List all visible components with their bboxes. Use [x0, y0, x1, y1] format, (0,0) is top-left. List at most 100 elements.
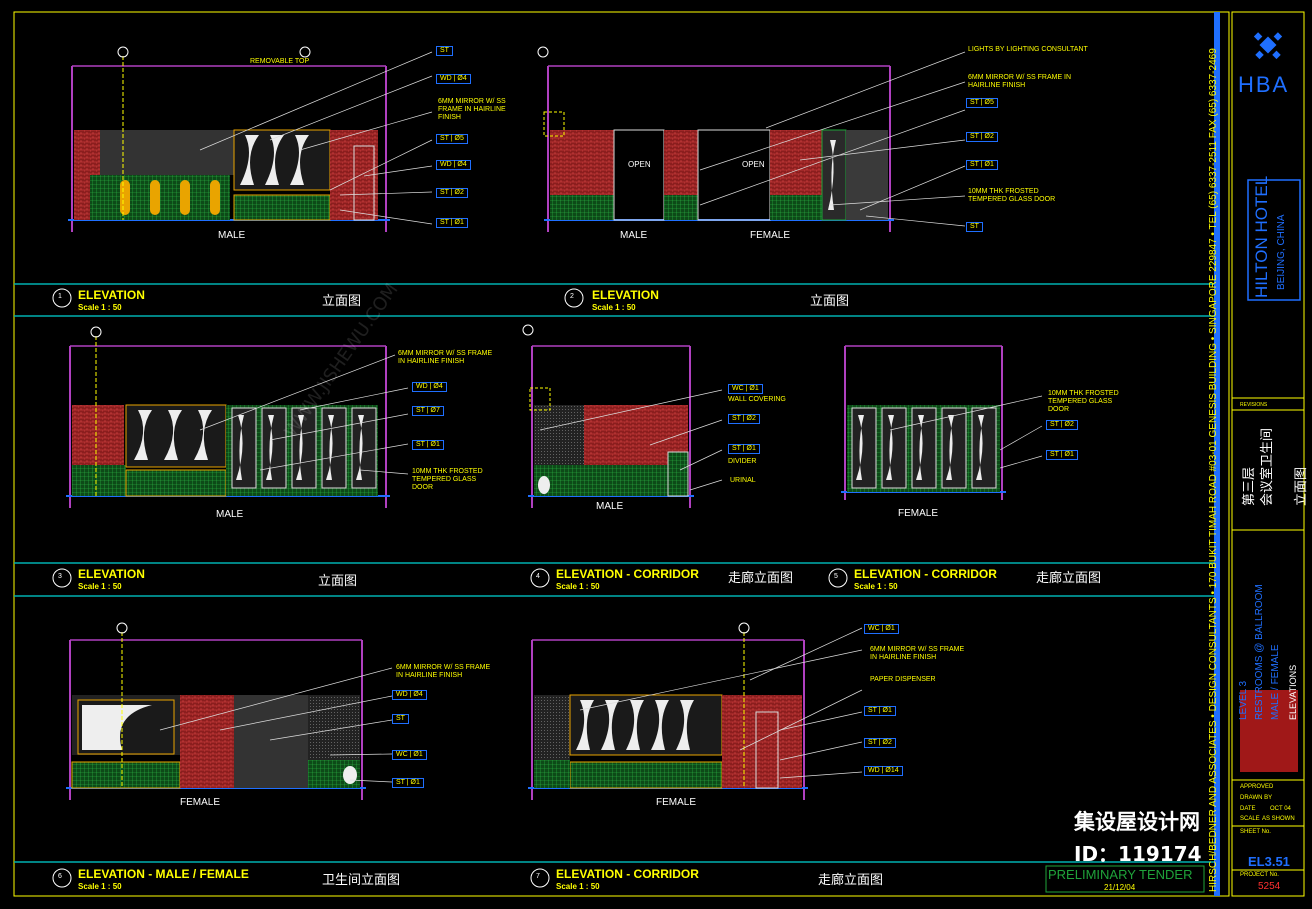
date-label: DATE: [1240, 806, 1256, 812]
panel-5-cn: 走廊立面图: [1036, 571, 1102, 586]
tag-st02: ST | Ø2: [864, 738, 896, 748]
panel-1-title: ELEVATION: [78, 288, 145, 302]
tag-st01: ST | Ø1: [412, 440, 444, 450]
note-lights: LIGHTS BY LIGHTING CONSULTANT: [968, 46, 1088, 53]
scale-value: AS SHOWN: [1262, 816, 1295, 822]
tag-wc01: WC | Ø1: [392, 750, 427, 760]
note-divider: DIVIDER: [728, 458, 757, 465]
panel-4-num: 4: [536, 573, 540, 580]
room-label: MALE: [216, 509, 244, 520]
tag-st: ST: [392, 714, 409, 724]
panel-2-cn: 立面图: [810, 294, 850, 309]
watermark-site: 集设屋设计网: [1074, 810, 1200, 834]
tag-st01: ST | Ø1: [1046, 450, 1078, 460]
panel-5-num: 5: [834, 573, 838, 580]
panel-7-cn: 走廊立面图: [818, 873, 884, 888]
tag-wd04: WD | Ø4: [392, 690, 427, 700]
note-urinal: URINAL: [730, 477, 756, 484]
tag-st01: ST | Ø1: [728, 444, 760, 454]
panel-1-cn: 立面图: [322, 294, 362, 309]
panel-1-scale: Scale 1 : 50: [78, 303, 122, 312]
room-label: FEMALE: [180, 797, 221, 808]
room-label: MALE: [218, 230, 246, 241]
drawing-title-1: LEVEL 3: [1238, 680, 1249, 720]
tag-st01: ST | Ø1: [966, 160, 998, 170]
panel-3-title: ELEVATION: [78, 567, 145, 581]
firm-line: HIRSCH/BEDNER AND ASSOCIATES • DESIGN CO…: [1208, 48, 1219, 892]
panel-3-scale: Scale 1 : 50: [78, 582, 122, 591]
room-label: FEMALE: [656, 797, 697, 808]
note-mirror: 6MM MIRROR W/ SS FRAME IN HAIRLINE FINIS…: [396, 664, 491, 679]
note-mirror: 6MM MIRROR W/ SS FRAME IN HAIRLINE FINIS…: [438, 98, 506, 121]
tag-bt: ST: [436, 46, 453, 56]
room-label: OPEN: [742, 160, 765, 169]
room-label: MALE: [596, 501, 624, 512]
note-frosted: 10MM THK FROSTED TEMPERED GLASS DOOR: [1048, 390, 1119, 413]
panel-5-scale: Scale 1 : 50: [854, 582, 898, 591]
panel-3-cn: 立面图: [318, 574, 358, 589]
project-no-label: PROJECT No.: [1240, 872, 1279, 878]
project-location: BEIJING, CHINA: [1276, 214, 1287, 290]
note-mirror: 6MM MIRROR W/ SS FRAME IN HAIRLINE FINIS…: [870, 646, 965, 661]
tag-wd04: WD | Ø4: [412, 382, 447, 392]
panel-1-num: 1: [58, 293, 62, 300]
panel-7-title: ELEVATION - CORRIDOR: [556, 867, 699, 881]
drawing-title-4: ELEVATIONS: [1288, 664, 1298, 720]
tag-st01: ST | Ø1: [864, 706, 896, 716]
tag-wd04: WD | Ø4: [436, 74, 471, 84]
panel-6-num: 6: [58, 873, 62, 880]
status-date: 21/12/04: [1104, 883, 1136, 892]
tag-wc01: WC | Ø1: [864, 624, 899, 634]
room-label: MALE: [620, 230, 648, 241]
tag-st02: ST | Ø2: [966, 132, 998, 142]
panel-5-title: ELEVATION - CORRIDOR: [854, 567, 997, 581]
note-removable: REMOVABLE TOP: [250, 58, 310, 65]
approved-label: APPROVED: [1240, 784, 1274, 790]
hba-logo: HBA: [1238, 72, 1290, 97]
panel-6-title: ELEVATION - MALE / FEMALE: [78, 867, 249, 881]
panel-2-title: ELEVATION: [592, 288, 659, 302]
tag-st07: ST | Ø7: [412, 406, 444, 416]
panel-4-cn: 走廊立面图: [728, 571, 794, 586]
note-mirror: 6MM MIRROR W/ SS FRAME IN HAIRLINE FINIS…: [398, 350, 493, 365]
panel-2-scale: Scale 1 : 50: [592, 303, 636, 312]
drawing-title-3: MALE / FEMALE: [1270, 644, 1281, 720]
date-value: OCT 04: [1270, 806, 1291, 812]
drawn-by-label: DRAWN BY: [1240, 795, 1273, 801]
tag-st02: ST | Ø2: [1046, 420, 1078, 430]
watermark-id: ID：119174: [1074, 842, 1202, 866]
tag-st02: ST | Ø2: [728, 414, 760, 424]
panel-4-title: ELEVATION - CORRIDOR: [556, 567, 699, 581]
project-name: HILTON HOTEL: [1252, 175, 1271, 298]
revisions-label: REVISIONS: [1240, 402, 1268, 408]
tag-st01: ST | Ø1: [392, 778, 424, 788]
cn-title-3: 立面图: [1294, 466, 1309, 506]
note-mirror: 6MM MIRROR W/ SS FRAME IN HAIRLINE FINIS…: [968, 74, 1072, 89]
scale-label: SCALE: [1240, 816, 1260, 822]
tag-st05: ST | Ø5: [966, 98, 998, 108]
panel-7-scale: Scale 1 : 50: [556, 882, 600, 891]
panel-4-scale: Scale 1 : 50: [556, 582, 600, 591]
panel-2-num: 2: [570, 293, 574, 300]
tag-st05: ST | Ø5: [436, 134, 468, 144]
tag-bt: ST: [966, 222, 983, 232]
project-number: 5254: [1258, 881, 1281, 892]
note-paper: PAPER DISPENSER: [870, 676, 936, 683]
note-wallcovering: WALL COVERING: [728, 396, 786, 403]
panel-6-cn: 卫生间立面图: [322, 873, 401, 888]
sheet-no-label: SHEET No.: [1240, 829, 1271, 835]
room-label: FEMALE: [898, 508, 939, 519]
tag-st01: ST | Ø1: [436, 218, 468, 228]
status-label: PRELIMINARY TENDER: [1048, 867, 1193, 882]
note-frosted: 10MM THK FROSTED TEMPERED GLASS DOOR: [412, 468, 483, 491]
tag-wd014: WD | Ø14: [864, 766, 903, 776]
cn-title-2: 会议室卫生间: [1260, 427, 1275, 506]
tag-st02: ST | Ø2: [436, 188, 468, 198]
panel-7-num: 7: [536, 873, 540, 880]
panel-3-num: 3: [58, 573, 62, 580]
tag-wd04: WD | Ø4: [436, 160, 471, 170]
room-label: OPEN: [628, 160, 651, 169]
cn-title-1: 第三层: [1242, 466, 1257, 506]
note-frosted: 10MM THK FROSTED TEMPERED GLASS DOOR: [968, 188, 1056, 203]
